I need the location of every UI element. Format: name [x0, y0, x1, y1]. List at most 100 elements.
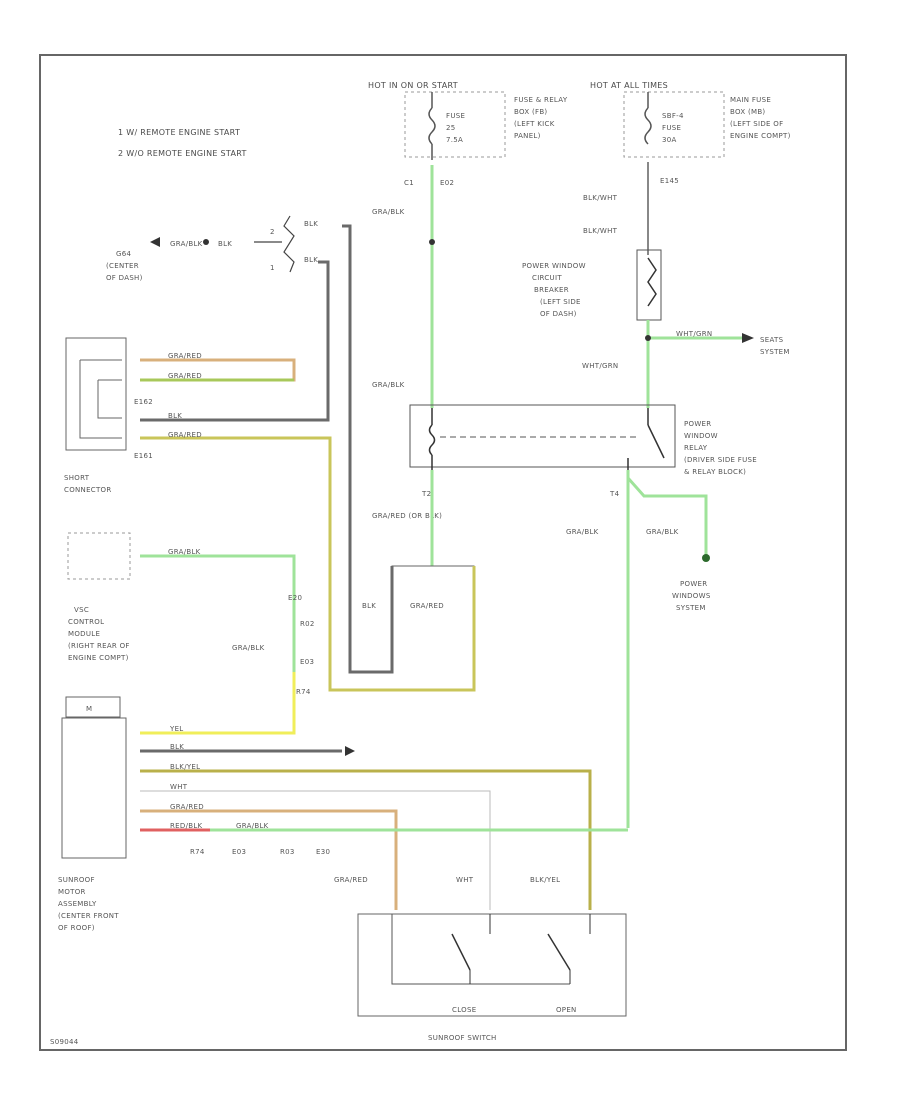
wht-grn-label-2: WHT/GRN: [582, 362, 618, 370]
relay-coil-symbol: [428, 424, 436, 456]
e02-label: E02: [440, 179, 454, 187]
e03-label-vsc: E03: [300, 658, 314, 666]
switch-open-label: OPEN: [556, 1006, 577, 1014]
fuse-main-line-2: FUSE: [662, 124, 681, 132]
cb-label-3: BREAKER: [534, 286, 569, 294]
motor-outline: [61, 717, 127, 859]
blk-label-opt-1: BLK: [304, 220, 318, 228]
blk-wire-e162: [140, 260, 330, 422]
gra-red-wire-motor: [140, 809, 398, 910]
fuse25-line-3: 7.5A: [446, 136, 463, 144]
gra-blk-wire-vsc: [140, 554, 296, 672]
motor-label-1: SUNROOF: [58, 876, 95, 884]
blk-label-s3: BLK: [168, 412, 182, 420]
e145-label: E145: [660, 177, 679, 185]
short-connector-loop-1: [97, 380, 122, 419]
fuse25-box-4: PANEL): [514, 132, 541, 140]
vsc-label-4: (RIGHT REAR OF: [68, 642, 130, 650]
blk-wht-label-2: BLK/WHT: [583, 227, 618, 235]
blk-yel-label-switch: BLK/YEL: [530, 876, 560, 884]
gra-red-label-s2: GRA/RED: [168, 372, 202, 380]
arrow-seats-icon: [742, 333, 754, 343]
diagram-frame: [39, 54, 847, 1051]
e20-label: E20: [288, 594, 302, 602]
relay-label-1: POWER: [684, 420, 711, 428]
fuse-main-line-3: 30A: [662, 136, 677, 144]
wht-grn-label-1: WHT/GRN: [676, 330, 712, 338]
yel-label: YEL: [169, 725, 184, 733]
fuse-main-box-2: BOX (MB): [730, 108, 765, 116]
pin-2-label: 2: [270, 228, 275, 236]
footer-code: S09044: [50, 1038, 79, 1046]
relay-label-3: RELAY: [684, 444, 708, 452]
fuse25-box-outline: [404, 91, 506, 158]
g64-label-2: (CENTER: [106, 262, 139, 270]
gra-blk-label-motor: GRA/BLK: [236, 822, 269, 830]
option-switch-symbol: [283, 215, 295, 273]
motor-label-2: MOTOR: [58, 888, 86, 896]
switch-close-contact: [451, 933, 471, 971]
fuse25-box-3: (LEFT KICK: [514, 120, 555, 128]
wht-wire: [140, 790, 491, 910]
cb-label-1: POWER WINDOW: [522, 262, 586, 270]
switch-open-contact: [547, 933, 571, 971]
gra-blk-label-top: GRA/BLK: [372, 208, 405, 216]
motor-label-5: OF ROOF): [58, 924, 95, 932]
short-connector-loop-2: [79, 360, 122, 439]
cb-label-4: (LEFT SIDE: [540, 298, 581, 306]
hot-start-label: HOT IN ON OR START: [368, 81, 458, 90]
fuse25-box-2: BOX (FB): [514, 108, 547, 116]
splice-top: [429, 239, 435, 245]
cb-label-2: CIRCUIT: [532, 274, 562, 282]
yel-wire: [140, 672, 296, 735]
g64-splice: [203, 239, 209, 245]
vsc-label-2: CONTROL: [68, 618, 104, 626]
gra-red-label-motor: GRA/RED: [170, 803, 204, 811]
gra-blk-label-t4-1: GRA/BLK: [566, 528, 599, 536]
fuse-main-box-1: MAIN FUSE: [730, 96, 771, 104]
gra-blk-label-vsc: GRA/BLK: [168, 548, 201, 556]
red-blk-label: RED/BLK: [170, 822, 203, 830]
wire-blk-g64: BLK: [218, 240, 232, 248]
relay-label-4: (DRIVER SIDE FUSE: [684, 456, 757, 464]
short-conn-label-2: CONNECTOR: [64, 486, 112, 494]
motor-label-3: ASSEMBLY: [58, 900, 97, 908]
relay-outline: [409, 404, 676, 468]
gra-red-label-s1: GRA/RED: [168, 352, 202, 360]
cb-label-5: OF DASH): [540, 310, 577, 318]
sunroof-switch-outline: [357, 913, 627, 1017]
blk-label-opt-2: BLK: [304, 256, 318, 264]
gra-red-wire-e161: [140, 436, 476, 692]
e161-label: E161: [134, 452, 153, 460]
vsc-label-5: ENGINE COMPT): [68, 654, 129, 662]
motor-tag-box: [65, 696, 121, 718]
r74-label-vsc: R74: [296, 688, 311, 696]
gra-blk-label-t4-2: GRA/BLK: [646, 528, 679, 536]
fuse-main-symbol: [644, 107, 652, 145]
gra-blk-wire-pw: [626, 477, 708, 556]
switch-common: [391, 914, 570, 985]
gra-blk-label-vsc-2: GRA/BLK: [232, 644, 265, 652]
r03-label: R03: [280, 848, 295, 856]
wht-label-switch: WHT: [456, 876, 474, 884]
blk-yel-label: BLK/YEL: [170, 763, 200, 771]
c1-label: C1: [404, 179, 414, 187]
gra-red-label-bracket: GRA/RED: [410, 602, 444, 610]
blk-yel-wire: [140, 769, 592, 910]
gra-red-label-switch: GRA/RED: [334, 876, 368, 884]
gra-red-wire-short: [140, 358, 296, 382]
e30-label: E30: [316, 848, 330, 856]
fuse-main-box-3: (LEFT SIDE OF: [730, 120, 783, 128]
t4-label: T4: [609, 490, 620, 498]
fuse25-line-2: 25: [446, 124, 456, 132]
pw-system-label-2: WINDOWS: [672, 592, 711, 600]
relay-contact-switch: [647, 424, 665, 459]
relay-label-2: WINDOW: [684, 432, 718, 440]
ground-motor-icon: [345, 746, 355, 756]
pin-1-label: 1: [270, 264, 275, 272]
short-connector-outline: [65, 337, 127, 451]
fuse25-box-1: FUSE & RELAY: [514, 96, 568, 104]
blk-label-bracket: BLK: [362, 602, 376, 610]
